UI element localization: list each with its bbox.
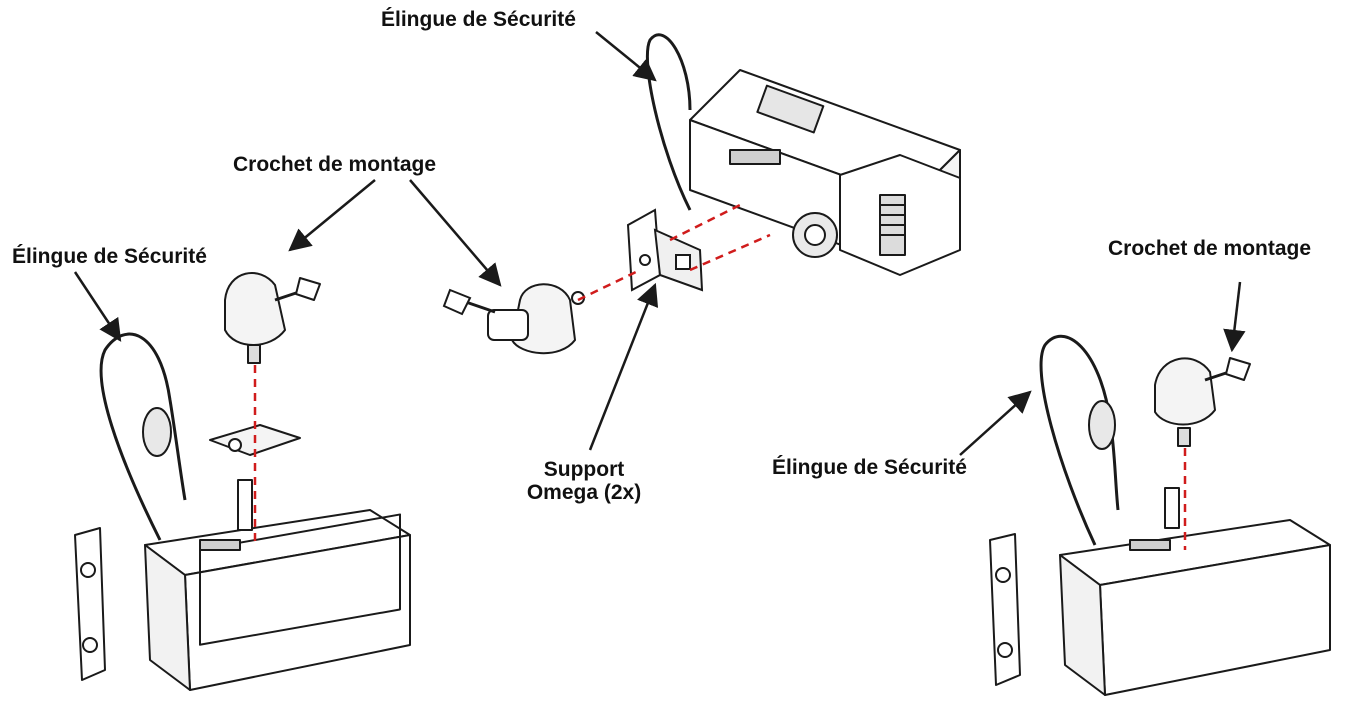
fixture-top [645, 33, 961, 276]
label-top-safety-sling: Élingue de Sécurité [381, 8, 576, 31]
label-omega-bracket: Support Omega (2x) [514, 458, 654, 504]
label-right-safety-sling: Élingue de Sécurité [772, 456, 967, 479]
fixture-right [989, 334, 1331, 696]
label-right-mounting-hook: Crochet de montage [1108, 237, 1312, 260]
label-left-safety-sling: Élingue de Sécurité [12, 245, 207, 268]
assembly-lines [253, 203, 1187, 550]
fixture-left [74, 272, 411, 691]
omega-bracket-middle [626, 208, 704, 292]
clamp-middle [442, 283, 585, 355]
label-left-mounting-hook: Crochet de montage [233, 153, 437, 176]
label-omega-line1: Support [543, 458, 625, 481]
callout-arrows [73, 31, 1246, 456]
label-omega-line2: Omega (2x) [526, 481, 642, 505]
